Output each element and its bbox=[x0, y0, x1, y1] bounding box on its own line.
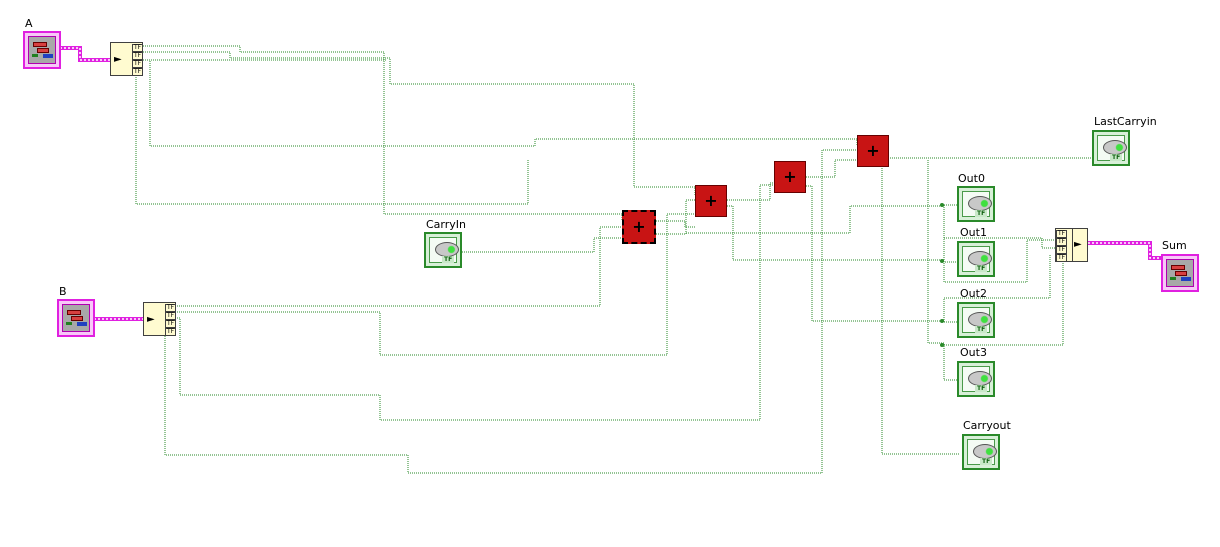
boolean-control-carry-in[interactable]: TF bbox=[424, 232, 462, 268]
add-node-icon: + bbox=[866, 141, 880, 160]
add-node-icon: + bbox=[783, 167, 797, 186]
build-array-sum[interactable]: ► TF TF TF TF bbox=[1055, 228, 1088, 262]
index-output-1[interactable]: TF bbox=[165, 312, 176, 320]
tf-tag: TF bbox=[442, 256, 455, 263]
index-output-0[interactable]: TF bbox=[165, 304, 176, 312]
tf-tag: TF bbox=[975, 385, 988, 392]
tf-tag: TF bbox=[975, 265, 988, 272]
label-a: A bbox=[25, 17, 33, 30]
boolean-wires bbox=[135, 45, 1092, 474]
label-out0: Out0 bbox=[958, 172, 985, 185]
adder-bit2[interactable]: + bbox=[774, 161, 806, 193]
cluster-terminal-a[interactable] bbox=[23, 31, 61, 69]
boolean-indicator-last-carry-in[interactable]: TF bbox=[1092, 130, 1130, 166]
build-input-1[interactable]: TF bbox=[1056, 238, 1067, 246]
arrow-right-icon: ► bbox=[114, 54, 122, 65]
cluster-terminal-icon bbox=[28, 36, 56, 64]
boolean-led-icon bbox=[968, 312, 992, 327]
cluster-terminal-b[interactable] bbox=[57, 299, 95, 337]
boolean-led-icon bbox=[968, 251, 992, 266]
cluster-terminal-sum[interactable] bbox=[1161, 254, 1199, 292]
index-output-2[interactable]: TF bbox=[132, 60, 143, 68]
boolean-indicator-carry-out[interactable]: TF bbox=[962, 434, 1000, 470]
tf-tag: TF bbox=[1110, 154, 1123, 161]
index-array-b[interactable]: ► TF TF TF TF bbox=[143, 302, 176, 336]
boolean-led-icon bbox=[973, 444, 997, 459]
tf-tag: TF bbox=[975, 326, 988, 333]
boolean-led-icon bbox=[968, 371, 992, 386]
index-output-3[interactable]: TF bbox=[132, 68, 143, 76]
boolean-led-icon bbox=[435, 242, 459, 257]
build-input-0[interactable]: TF bbox=[1056, 230, 1067, 238]
label-sum: Sum bbox=[1162, 239, 1187, 252]
adder-bit1[interactable]: + bbox=[695, 185, 727, 217]
boolean-indicator-out0[interactable]: TF bbox=[957, 186, 995, 222]
index-output-0[interactable]: TF bbox=[132, 44, 143, 52]
adder-bit0[interactable]: + bbox=[622, 210, 656, 244]
adder-bit3[interactable]: + bbox=[857, 135, 889, 167]
boolean-indicator-out3[interactable]: TF bbox=[957, 361, 995, 397]
label-out2: Out2 bbox=[960, 287, 987, 300]
index-output-1[interactable]: TF bbox=[132, 52, 143, 60]
index-output-3[interactable]: TF bbox=[165, 328, 176, 336]
build-input-2[interactable]: TF bbox=[1056, 246, 1067, 254]
label-carry-in: CarryIn bbox=[426, 218, 466, 231]
boolean-indicator-out1[interactable]: TF bbox=[957, 241, 995, 277]
wire-junctions bbox=[940, 203, 944, 347]
tf-tag: TF bbox=[980, 458, 993, 465]
cluster-terminal-icon bbox=[1166, 259, 1194, 287]
boolean-indicator-out2[interactable]: TF bbox=[957, 302, 995, 338]
label-last-carry-in: LastCarryin bbox=[1094, 115, 1157, 128]
label-out3: Out3 bbox=[960, 346, 987, 359]
build-input-3[interactable]: TF bbox=[1056, 254, 1067, 262]
tf-tag: TF bbox=[975, 210, 988, 217]
cluster-terminal-icon bbox=[62, 304, 90, 332]
build-array-icon: ► bbox=[1072, 229, 1087, 261]
cluster-wires bbox=[60, 46, 1162, 321]
arrow-right-icon: ► bbox=[147, 314, 155, 325]
index-output-2[interactable]: TF bbox=[165, 320, 176, 328]
label-b: B bbox=[59, 285, 67, 298]
index-array-a[interactable]: ► TF TF TF TF bbox=[110, 42, 143, 76]
label-out1: Out1 bbox=[960, 226, 987, 239]
add-node-icon: + bbox=[704, 191, 718, 210]
boolean-led-icon bbox=[1103, 140, 1127, 155]
add-node-icon: + bbox=[632, 217, 646, 236]
label-carry-out: Carryout bbox=[963, 419, 1011, 432]
boolean-led-icon bbox=[968, 196, 992, 211]
